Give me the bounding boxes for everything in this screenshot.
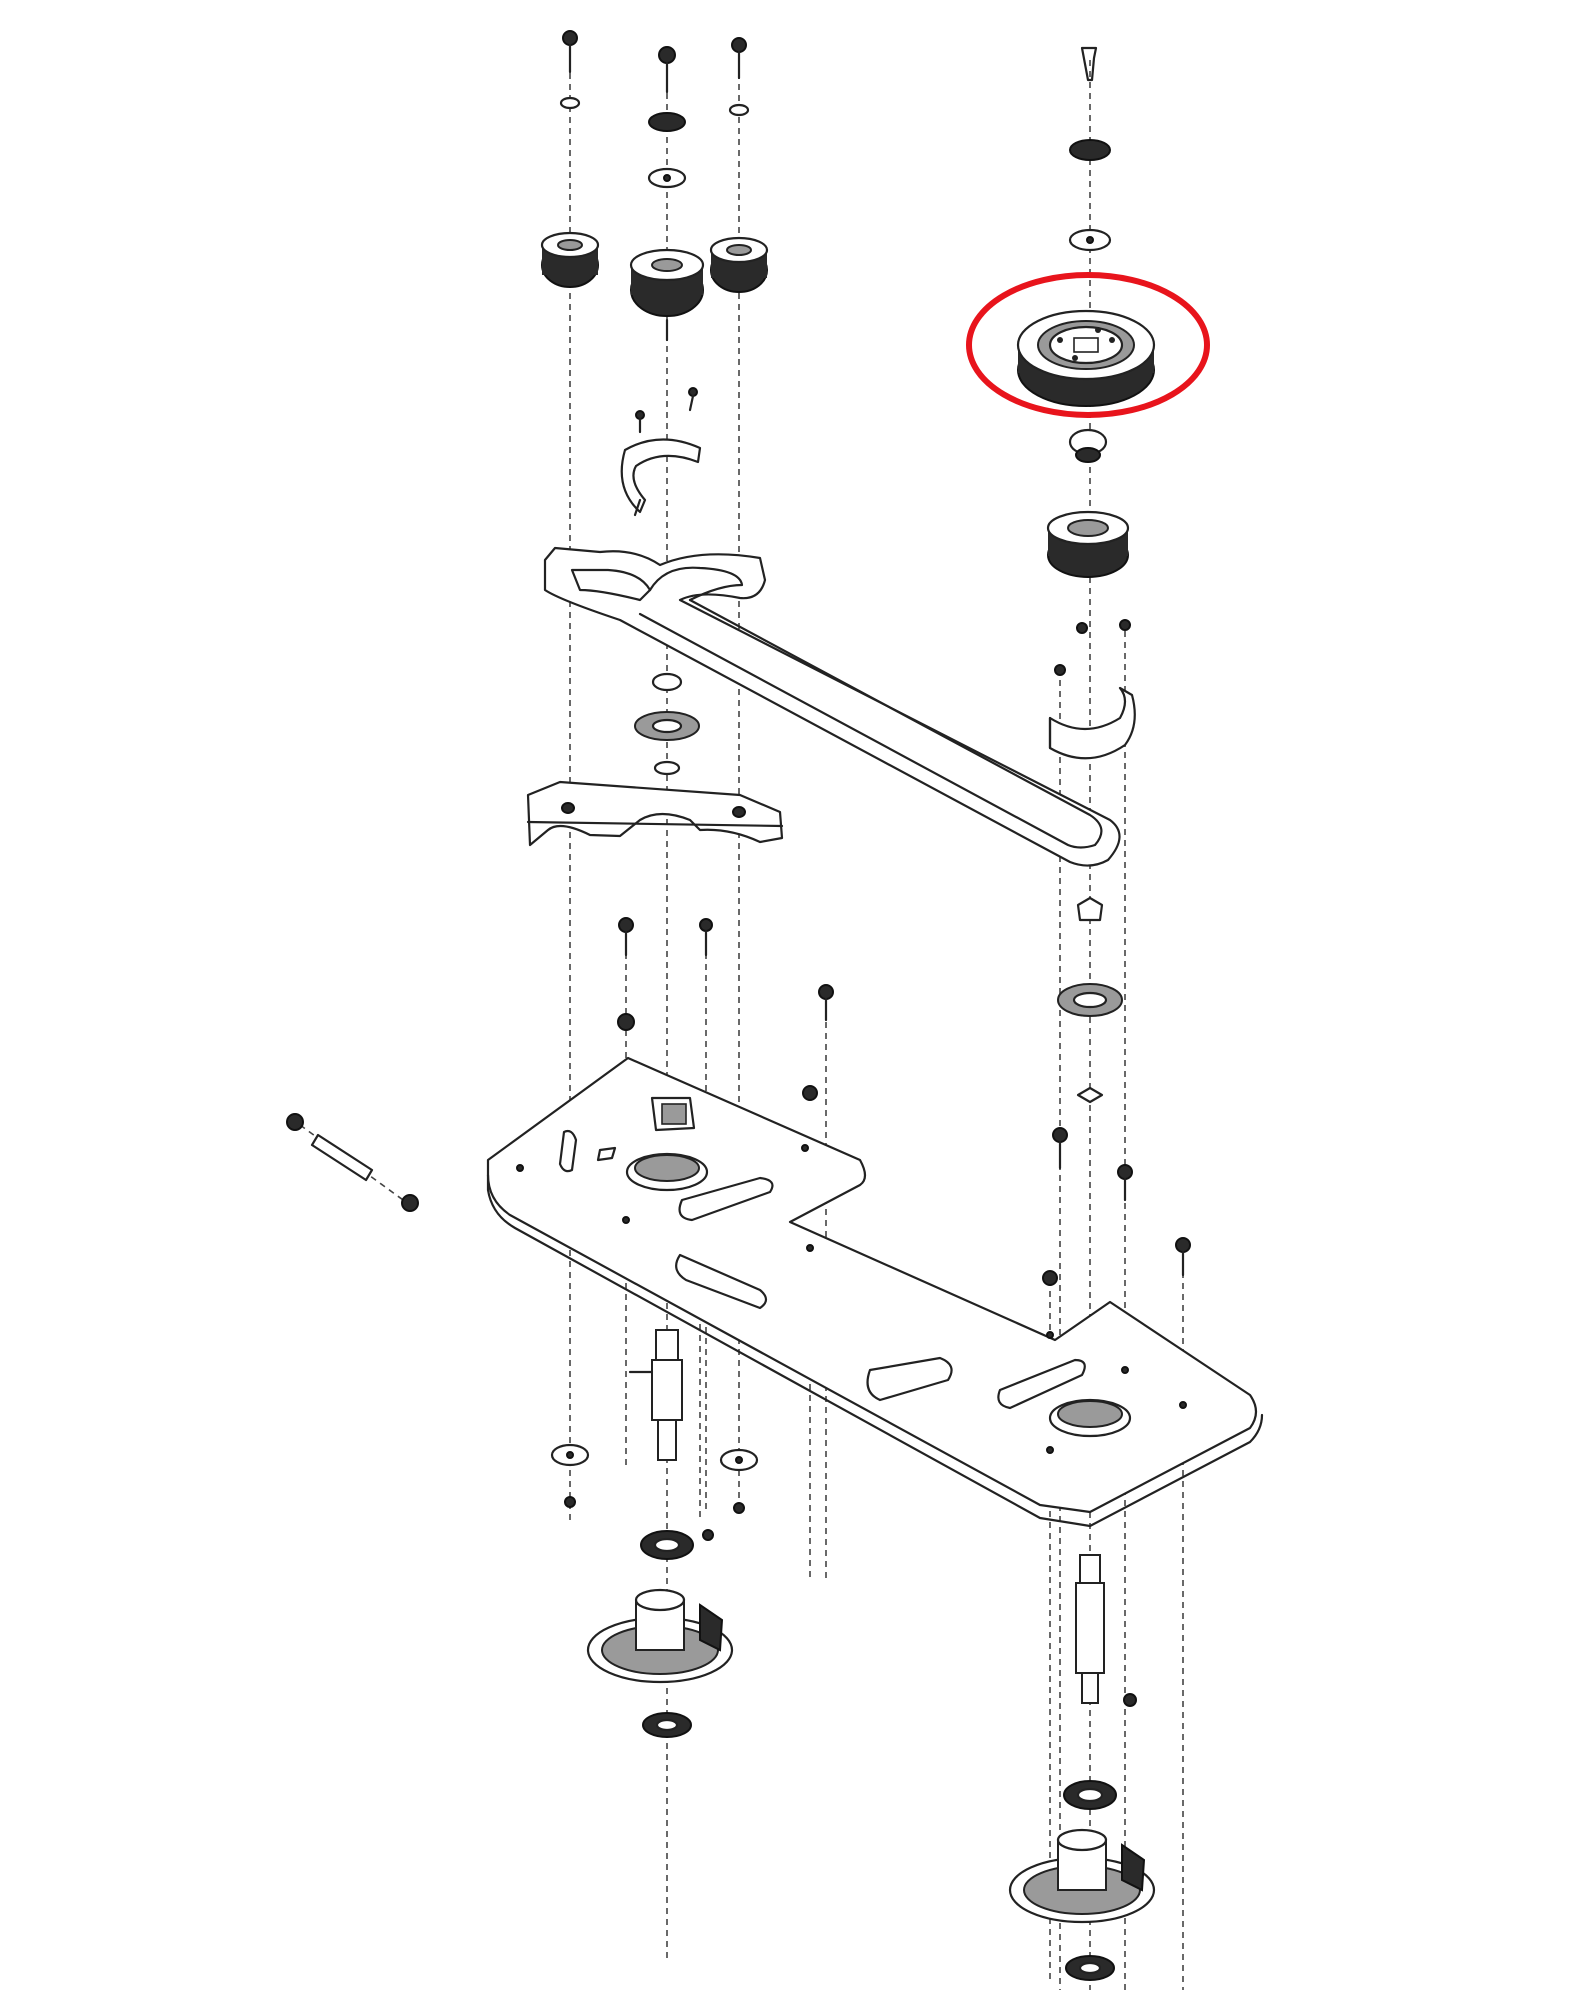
idler-pulley-left — [540, 231, 600, 288]
drive-belt — [543, 546, 1121, 867]
belt-guide-right — [1048, 619, 1136, 760]
side-pin-assembly — [286, 1113, 419, 1212]
idler-pulley-center — [629, 248, 705, 342]
spindle-shaft-right — [1075, 1554, 1137, 1707]
deck-bolts-left — [617, 917, 834, 1101]
bolt-left-top — [559, 30, 581, 110]
spindle-shaft-left — [628, 1329, 683, 1461]
idler-bracket — [526, 780, 784, 847]
center-spacer-stack — [634, 672, 700, 776]
bolt-right-top — [728, 37, 750, 117]
washers-below-deck-left — [550, 1443, 759, 1514]
belt-guide-left — [620, 438, 702, 517]
deck-plate — [486, 1056, 1264, 1528]
spindle-housing-right — [1008, 1828, 1156, 1981]
spindle-bearing-right — [1063, 1780, 1117, 1810]
idler-pulley-right — [709, 236, 769, 293]
drive-pulley-right — [1016, 46, 1156, 578]
bolt-center-top — [647, 46, 687, 189]
right-spacer-stack — [1042, 896, 1191, 1286]
spindle-housing-left — [586, 1588, 734, 1738]
spindle-bearing-left — [640, 1529, 714, 1560]
highlight-circle — [966, 272, 1210, 418]
small-bolts-left — [635, 387, 698, 434]
